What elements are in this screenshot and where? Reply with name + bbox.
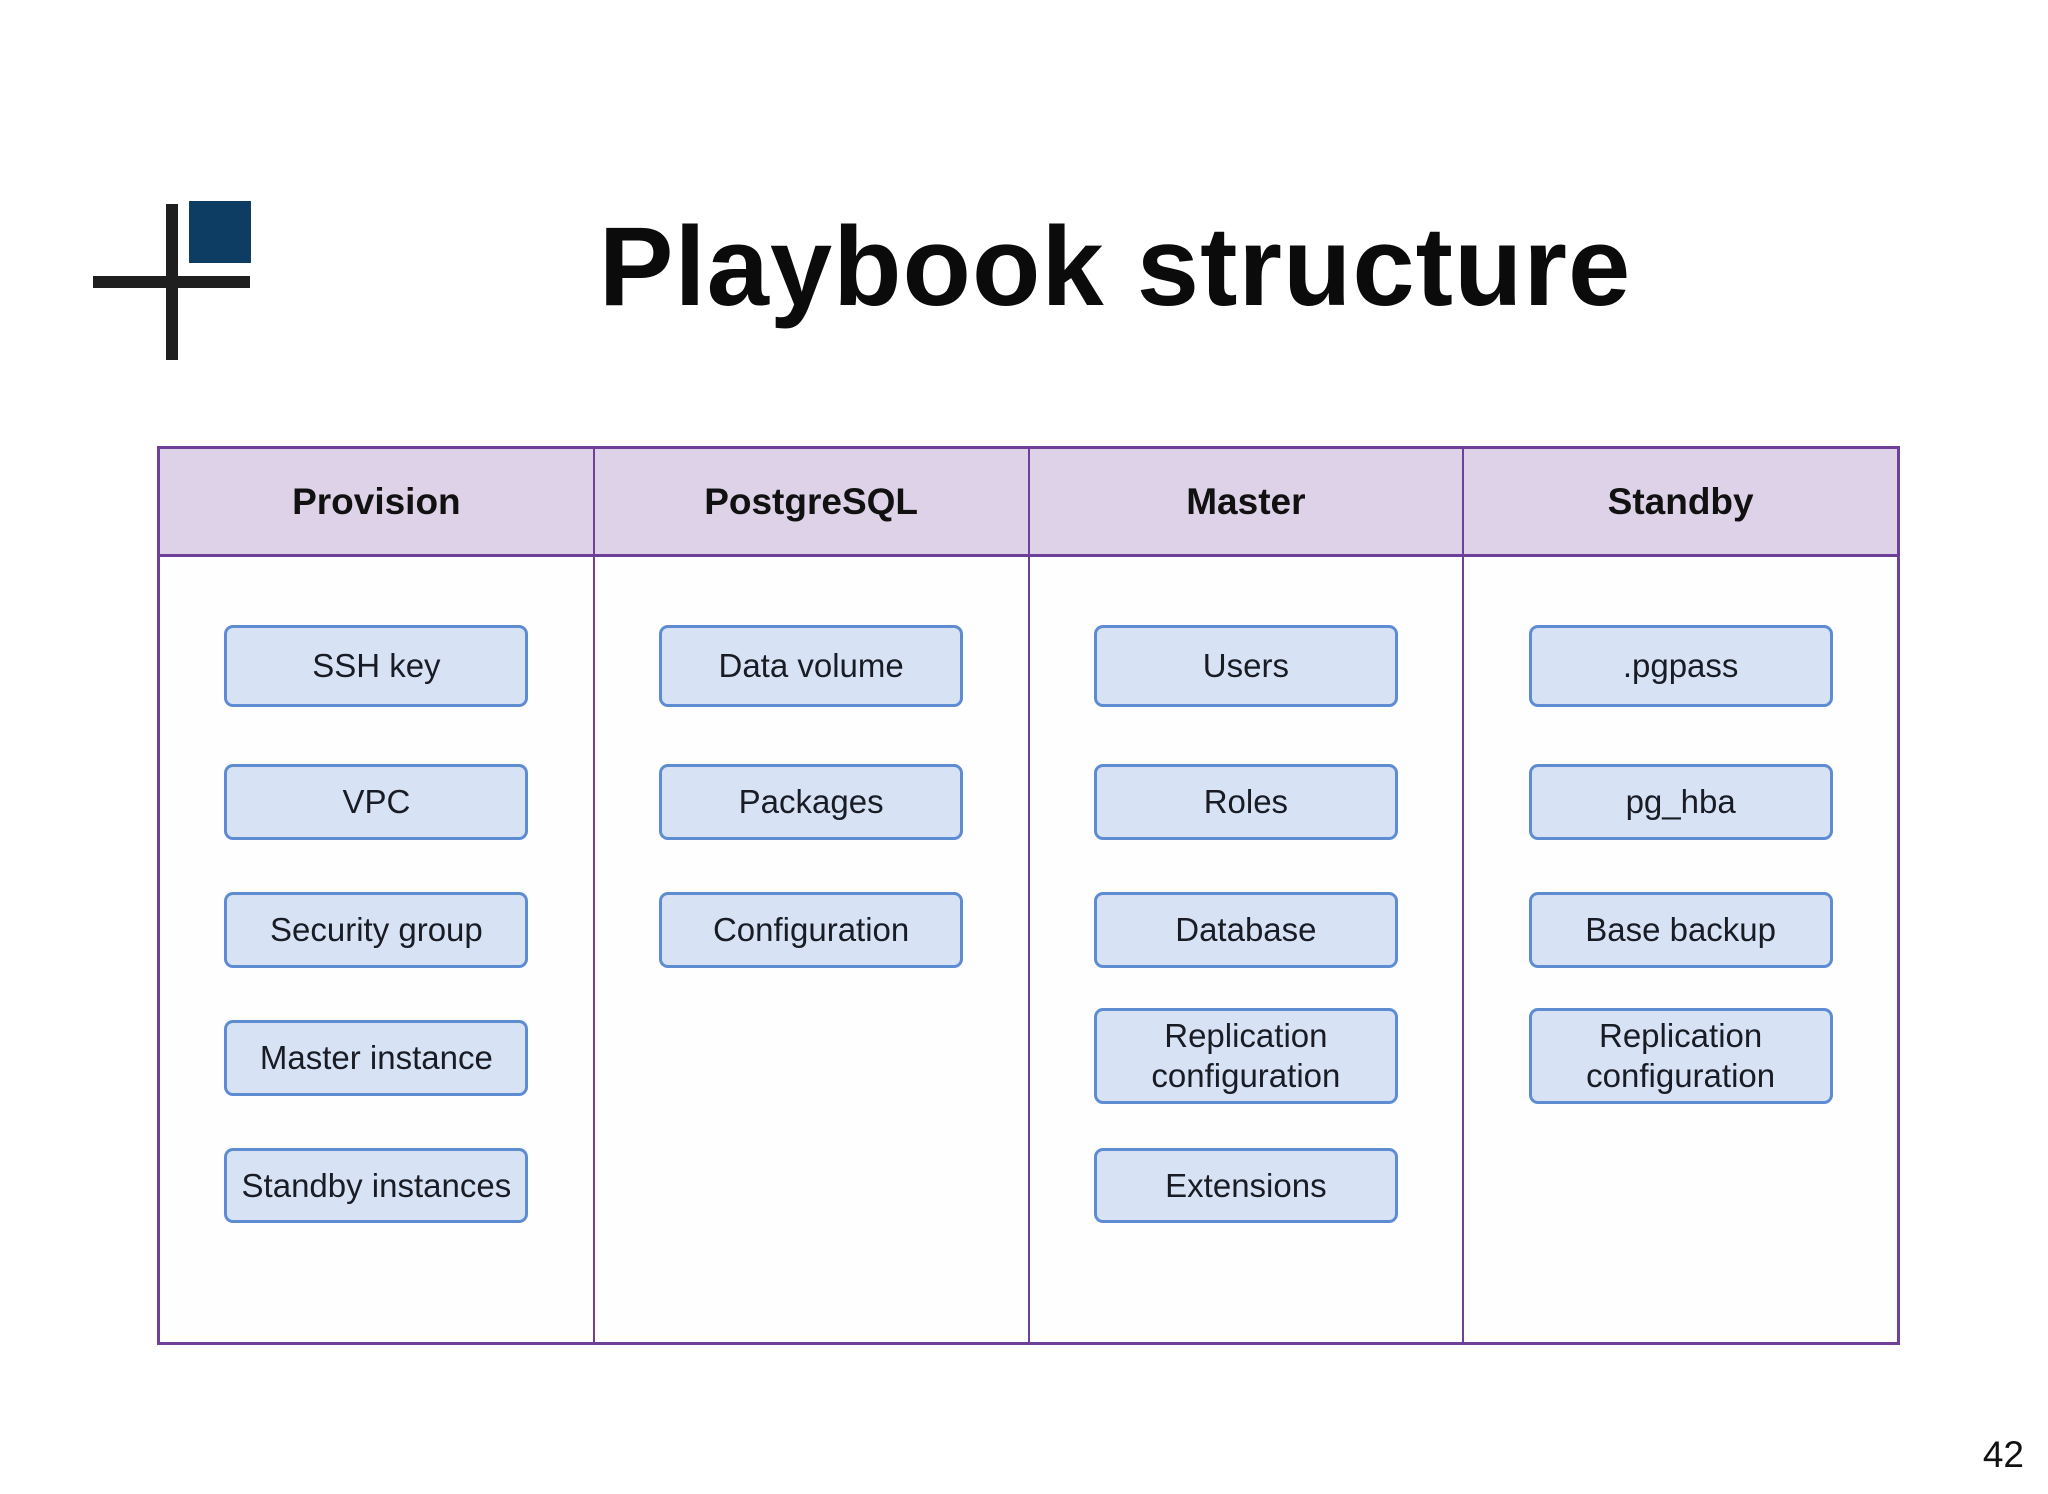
box-pgpass: .pgpass xyxy=(1528,625,1833,707)
box-base-backup: Base backup xyxy=(1528,892,1833,968)
column-body-postgresql: Data volume Packages Configuration xyxy=(595,557,1028,1342)
box-replication-configuration-standby: Replication configuration xyxy=(1528,1008,1833,1104)
column-header-provision: Provision xyxy=(160,449,593,557)
box-data-volume: Data volume xyxy=(659,625,964,707)
column-provision: Provision SSH key VPC Security group Mas… xyxy=(160,449,593,1342)
box-master-instance: Master instance xyxy=(224,1020,529,1096)
column-header-postgresql: PostgreSQL xyxy=(594,449,1028,557)
column-body-standby: .pgpass pg_hba Base backup Replication c… xyxy=(1464,557,1897,1342)
company-logo xyxy=(0,0,300,400)
box-users: Users xyxy=(1093,625,1398,707)
box-extensions: Extensions xyxy=(1093,1148,1398,1223)
box-roles: Roles xyxy=(1093,764,1398,840)
column-body-master: Users Roles Database Replication configu… xyxy=(1030,557,1463,1342)
column-body-provision: SSH key VPC Security group Master instan… xyxy=(160,557,593,1342)
page-number: 42 xyxy=(1982,1434,2024,1475)
column-standby: Standby .pgpass pg_hba Base backup Repli… xyxy=(1462,449,1897,1342)
logo-cross-horizontal-bar xyxy=(93,276,250,288)
box-database: Database xyxy=(1093,892,1398,968)
column-postgresql: PostgreSQL Data volume Packages Configur… xyxy=(592,449,1028,1342)
column-header-master: Master xyxy=(1029,449,1463,557)
box-standby-instances: Standby instances xyxy=(224,1148,529,1223)
box-vpc: VPC xyxy=(224,764,529,840)
box-packages: Packages xyxy=(659,764,964,840)
column-master: Master Users Roles Database Replication … xyxy=(1027,449,1463,1342)
box-configuration: Configuration xyxy=(659,892,964,968)
box-pg-hba: pg_hba xyxy=(1528,764,1833,840)
box-security-group: Security group xyxy=(224,892,529,968)
column-header-standby: Standby xyxy=(1464,449,1897,557)
box-ssh-key: SSH key xyxy=(224,625,529,707)
box-replication-configuration-master: Replication configuration xyxy=(1093,1008,1398,1104)
logo-navy-square xyxy=(189,201,251,263)
playbook-structure-table: Provision SSH key VPC Security group Mas… xyxy=(157,446,1900,1345)
slide-title: Playbook structure xyxy=(598,204,1632,329)
